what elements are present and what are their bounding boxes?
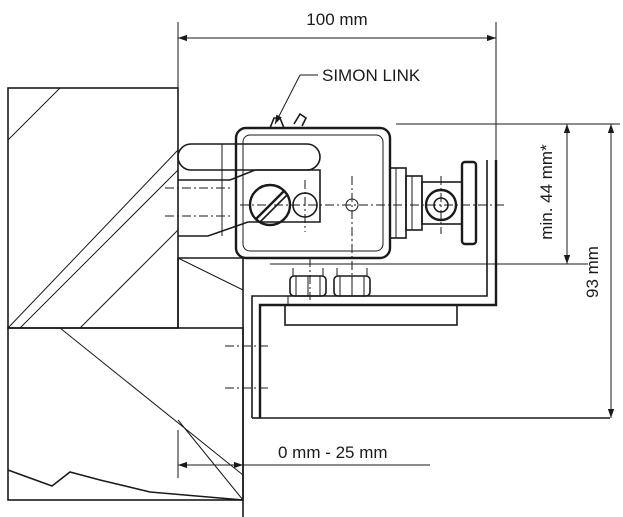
switch-body xyxy=(234,112,423,260)
dimension-height: 93 mm xyxy=(440,123,620,418)
actuator-arm xyxy=(177,143,321,237)
roller-plunger xyxy=(421,160,478,246)
offset-dimension-label: 0 mm - 25 mm xyxy=(278,443,388,462)
min-height-label: min. 44 mm* xyxy=(537,144,556,240)
part-name-label: SIMON LINK xyxy=(322,66,421,85)
centerlines xyxy=(165,176,505,389)
width-dimension-label: 100 mm xyxy=(306,10,367,29)
mounting-bracket xyxy=(251,160,610,419)
bracket-bolts xyxy=(289,268,371,297)
height-dimension-label: 93 mm xyxy=(583,246,602,298)
door-frame xyxy=(7,87,244,501)
part-callout: SIMON LINK xyxy=(274,66,421,125)
dimension-offset: 0 mm - 25 mm xyxy=(177,430,430,478)
dimension-min-height: min. 44 mm* xyxy=(270,123,588,265)
dimension-width: 100 mm xyxy=(177,10,497,160)
